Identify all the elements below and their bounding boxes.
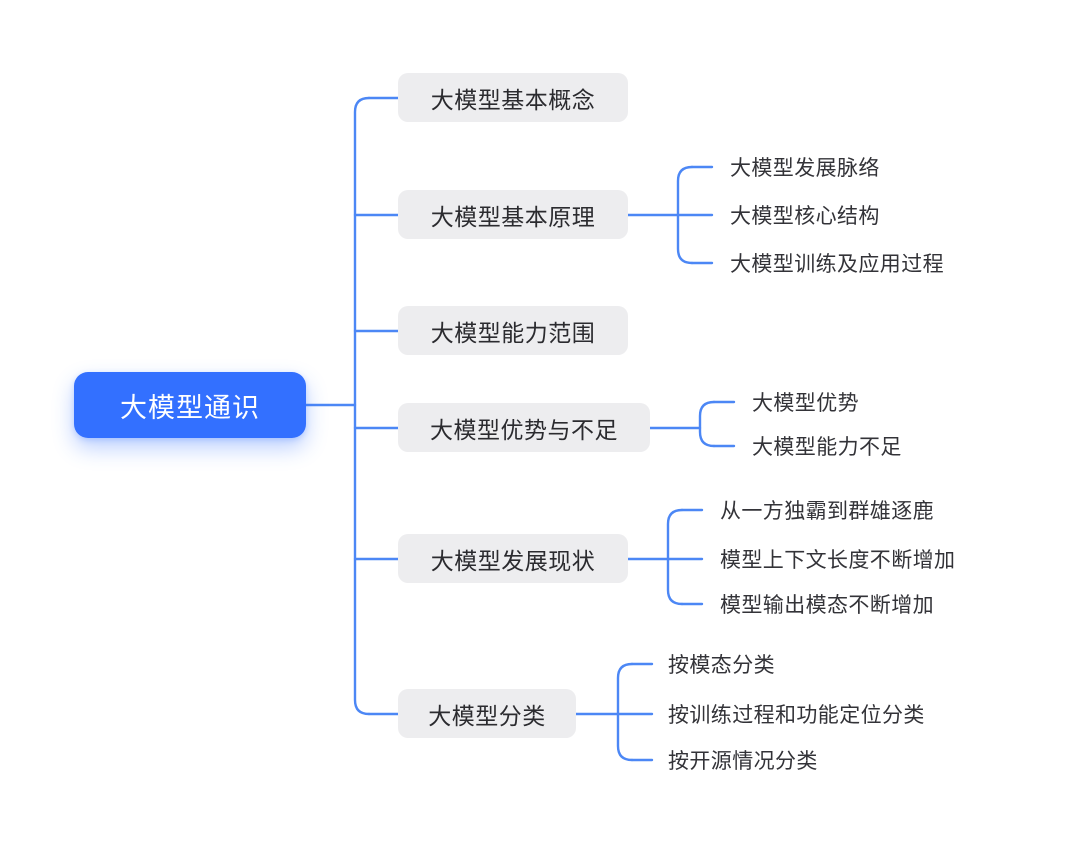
leaf-bracket-3-spine (698, 400, 716, 448)
branch-node-2[interactable]: 大模型能力范围 (398, 306, 628, 355)
leaf-node-4-0[interactable]: 从一方独霸到群雄逐鹿 (720, 500, 934, 523)
leaf-node-1-1[interactable]: 大模型核心结构 (730, 205, 880, 228)
leaf-node-5-1[interactable]: 按训练过程和功能定位分类 (668, 704, 925, 727)
leaf-bracket-1-spine (676, 165, 694, 265)
leaf-node-5-2[interactable]: 按开源情况分类 (668, 750, 818, 773)
leaf-bracket-5-spine (616, 662, 634, 762)
leaf-bracket-4-spine (666, 508, 684, 606)
leaf-node-1-0[interactable]: 大模型发展脉络 (730, 157, 880, 180)
leaf-node-1-2[interactable]: 大模型训练及应用过程 (730, 253, 944, 276)
branch-node-0[interactable]: 大模型基本概念 (398, 73, 628, 122)
trunk-spine (353, 96, 371, 716)
branch-node-5[interactable]: 大模型分类 (398, 689, 576, 738)
leaf-node-4-2[interactable]: 模型输出模态不断增加 (720, 594, 934, 617)
root-node[interactable]: 大模型通识 (74, 372, 306, 438)
branch-node-3[interactable]: 大模型优势与不足 (398, 403, 650, 452)
leaf-node-3-1[interactable]: 大模型能力不足 (752, 436, 902, 459)
branch-node-4[interactable]: 大模型发展现状 (398, 534, 628, 583)
leaf-node-3-0[interactable]: 大模型优势 (752, 392, 859, 415)
branch-node-1[interactable]: 大模型基本原理 (398, 190, 628, 239)
leaf-node-4-1[interactable]: 模型上下文长度不断增加 (720, 549, 956, 572)
leaf-node-5-0[interactable]: 按模态分类 (668, 654, 775, 677)
